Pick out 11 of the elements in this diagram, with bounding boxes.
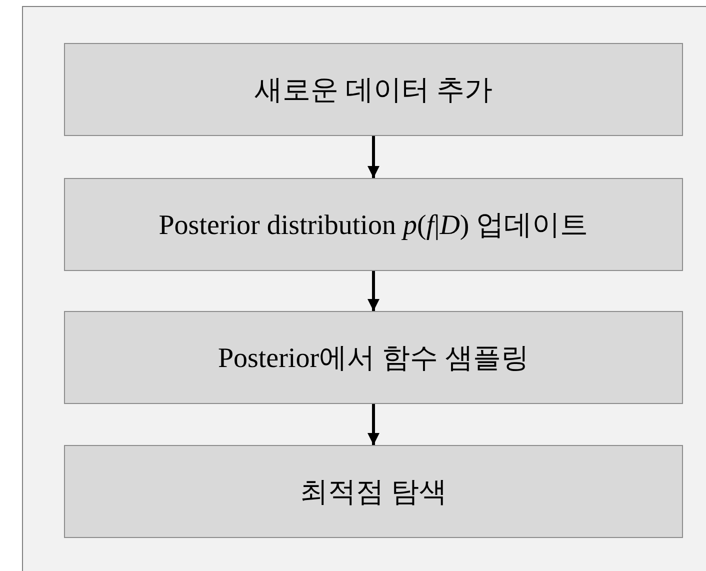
process-box [64, 178, 683, 271]
process-box [64, 311, 683, 404]
process-box [64, 43, 683, 136]
box-label: Posterior에서 함수 샘플링 [218, 342, 530, 376]
arrow [368, 404, 380, 445]
arrow [368, 271, 380, 311]
box-label: Posterior distribution p(f|D) 업데이트 [158, 208, 588, 242]
box-label: 최적점 탐색 [300, 476, 447, 510]
box-label: 새로운 데이터 추가 [254, 74, 492, 108]
process-box [64, 445, 683, 538]
arrow [368, 136, 380, 178]
